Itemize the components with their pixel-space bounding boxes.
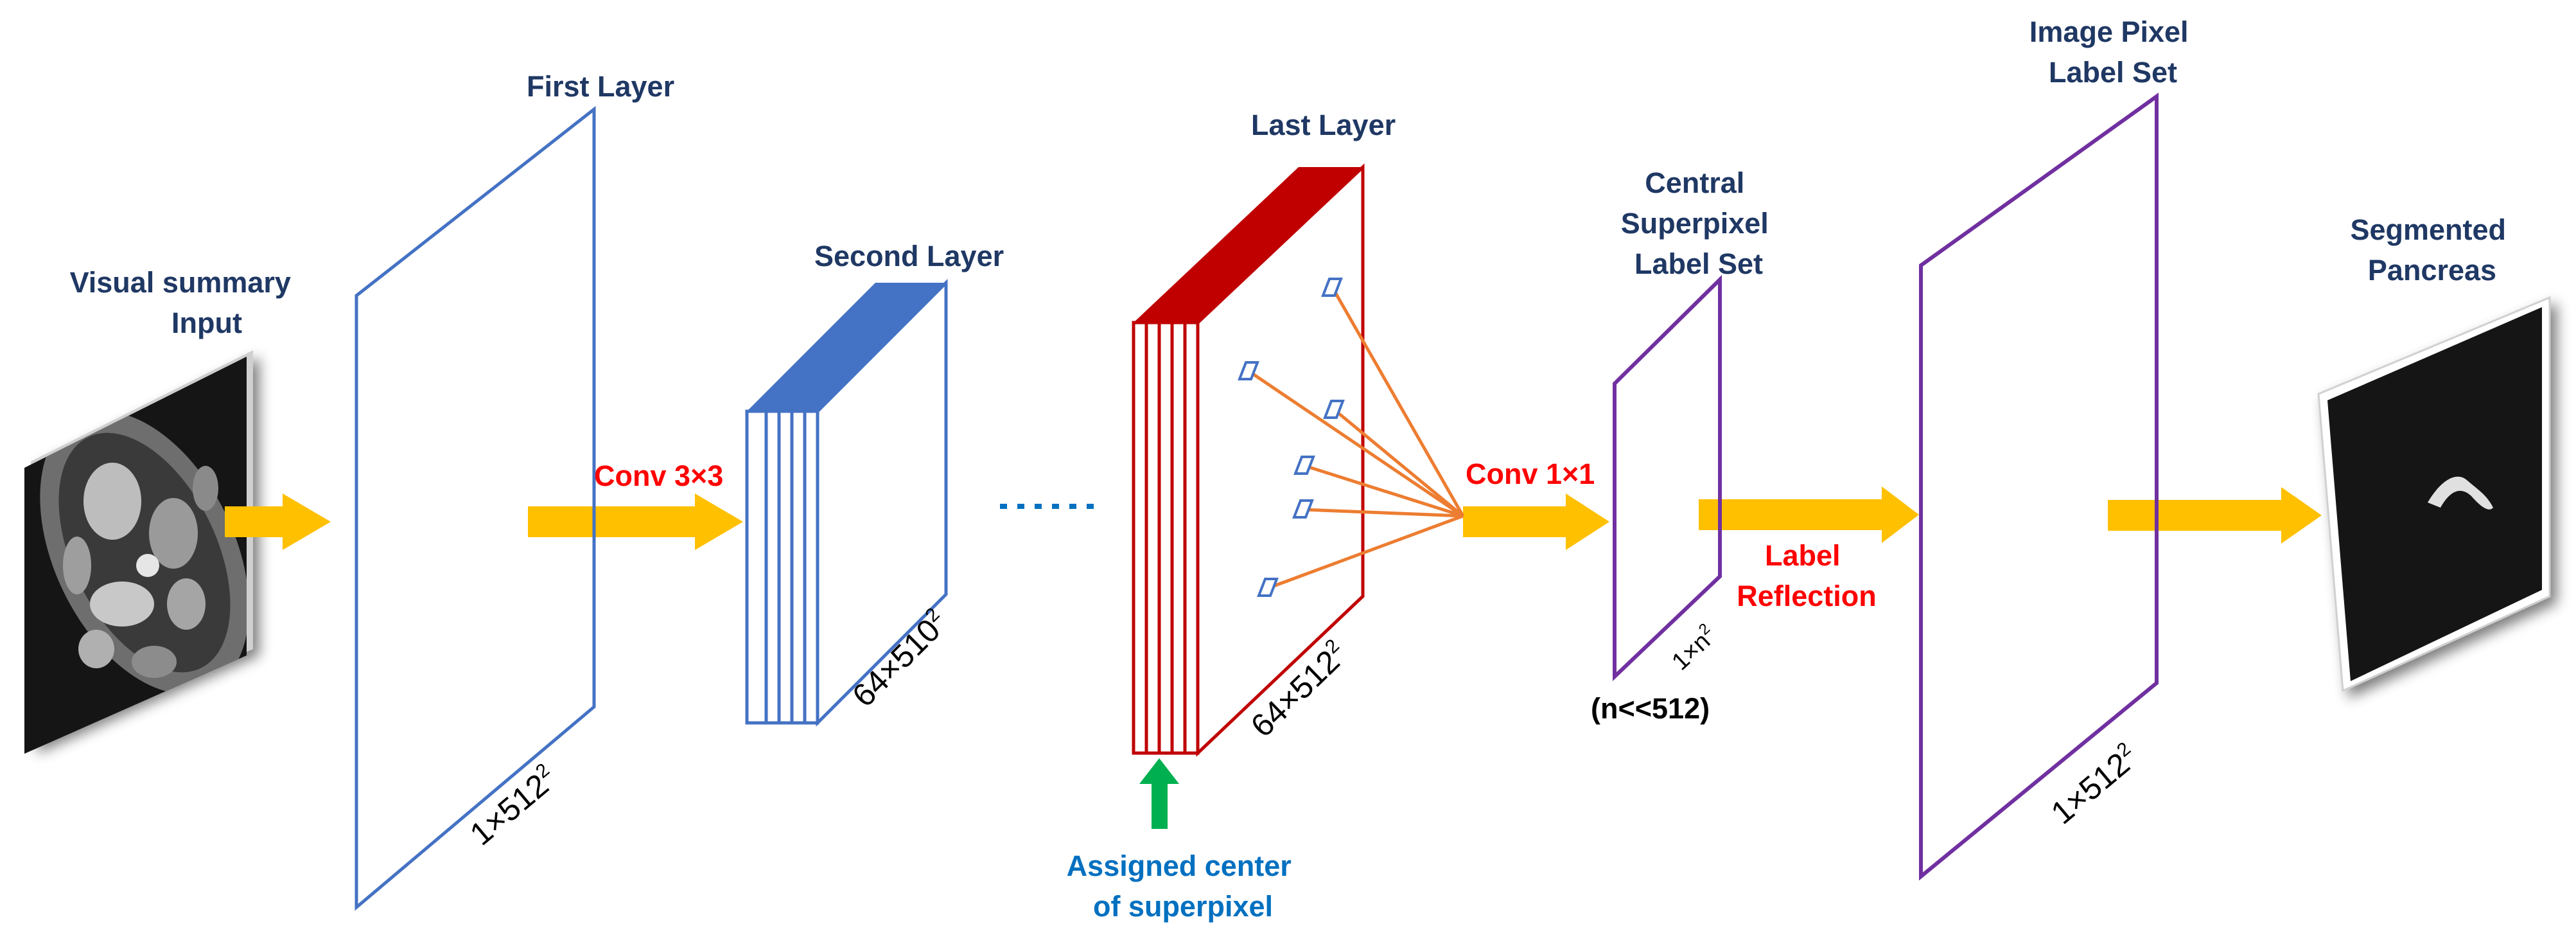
conv3-label: Conv 3×3 [594, 459, 723, 492]
n-note-label: (n<<512) [1591, 692, 1710, 725]
image-pixel-plane [1919, 93, 2159, 881]
last-layer-label: Last Layer [1251, 109, 1396, 141]
image-pixel-label: Image Pixel Label Set [2029, 15, 2196, 89]
superpixel-connections [1248, 287, 1465, 590]
assigned-center-arrow [1139, 758, 1179, 829]
segmented-label: Segmented Pancreas [2350, 213, 2514, 287]
first-layer-plane [355, 105, 596, 911]
last-layer-block [1132, 163, 1365, 757]
first-layer-label: First Layer [527, 70, 674, 103]
conv1-label: Conv 1×1 [1466, 458, 1595, 490]
segmented-output-image [2317, 296, 2551, 693]
arrow-conv3-to-second [528, 493, 743, 550]
label-reflection-label: Label Reflection [1737, 539, 1877, 612]
ellipsis-dots [1000, 504, 1094, 509]
input-label: Visual summary Input [70, 266, 299, 339]
central-dim: 1×n2 [1665, 620, 1722, 676]
arrow-to-segmented [2108, 487, 2322, 544]
second-layer-block [745, 278, 948, 727]
image-pixel-dim: 1×5122 [2044, 738, 2144, 831]
second-layer-label: Second Layer [814, 240, 1004, 272]
central-superpixel-plane [1613, 274, 1722, 681]
arrow-label-reflection [1699, 486, 1919, 543]
input-ct-image [24, 350, 253, 754]
superpixel-markers [1238, 278, 1345, 597]
assigned-center-label: Assigned center of superpixel [1067, 849, 1300, 923]
arrow-input-to-first [225, 493, 331, 550]
central-superpixel-label: Central Superpixel Label Set [1621, 166, 1777, 280]
arrow-conv1-to-central [1463, 493, 1609, 550]
